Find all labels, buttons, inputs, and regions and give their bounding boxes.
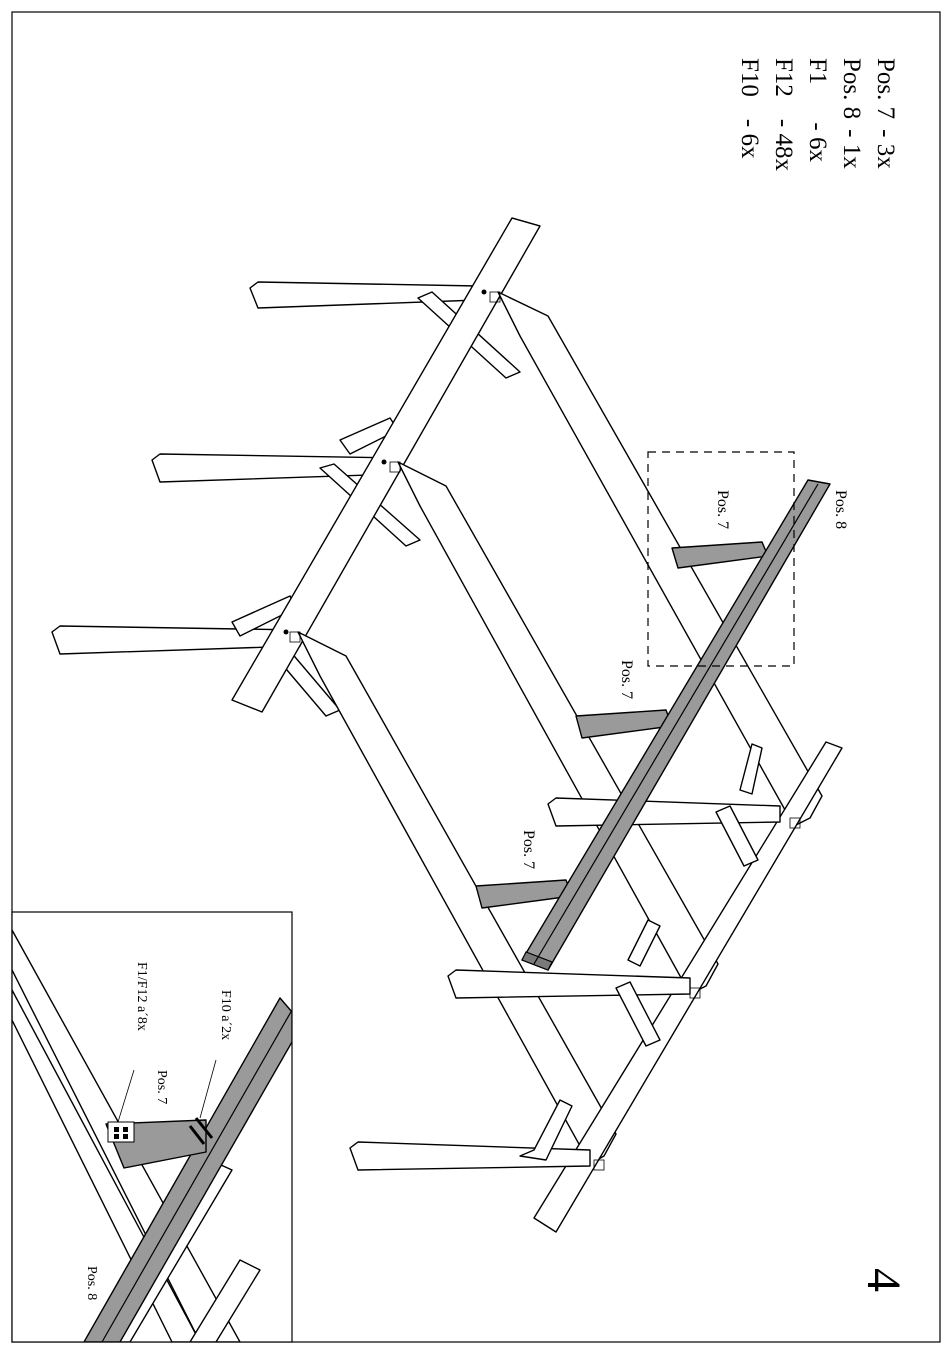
pos7-block-1 <box>672 542 768 568</box>
bottom-post-2 <box>448 970 690 998</box>
callout-pos7-c: Pos. 7 <box>520 830 537 869</box>
bottom-post-1 <box>548 798 780 826</box>
bottom-post-3 <box>350 1142 590 1170</box>
parts-f12: F12- 48x <box>770 58 797 171</box>
brace-5b <box>628 920 660 966</box>
parts-pos7: Pos. 7- 3x <box>872 58 899 169</box>
step-number: 4 <box>857 1268 910 1292</box>
callout-pos7-a: Pos. 7 <box>714 490 731 529</box>
detail-f1f12-label: F1/F12 a´8x <box>134 962 149 1031</box>
detail-f10-label: F10 a´2x <box>218 990 233 1040</box>
callout-pos7-b: Pos. 7 <box>618 660 635 699</box>
parts-list: Pos. 7- 3x Pos. 8- 1x F1- 6x F12- 48x F1… <box>736 58 899 171</box>
brace-4b <box>740 744 762 794</box>
detail-pos8-label: Pos. 8 <box>84 1266 99 1300</box>
parts-f1: F1- 6x <box>804 58 831 162</box>
parts-pos8: Pos. 8- 1x <box>838 58 865 169</box>
callout-pos8: Pos. 8 <box>832 490 849 529</box>
detail-inset: F10 a´2x F1/F12 a´8x Pos. 7 Pos. 8 <box>12 912 292 1342</box>
detail-pos7-label: Pos. 7 <box>154 1070 169 1104</box>
parts-f10: F10- 6x <box>736 58 763 159</box>
